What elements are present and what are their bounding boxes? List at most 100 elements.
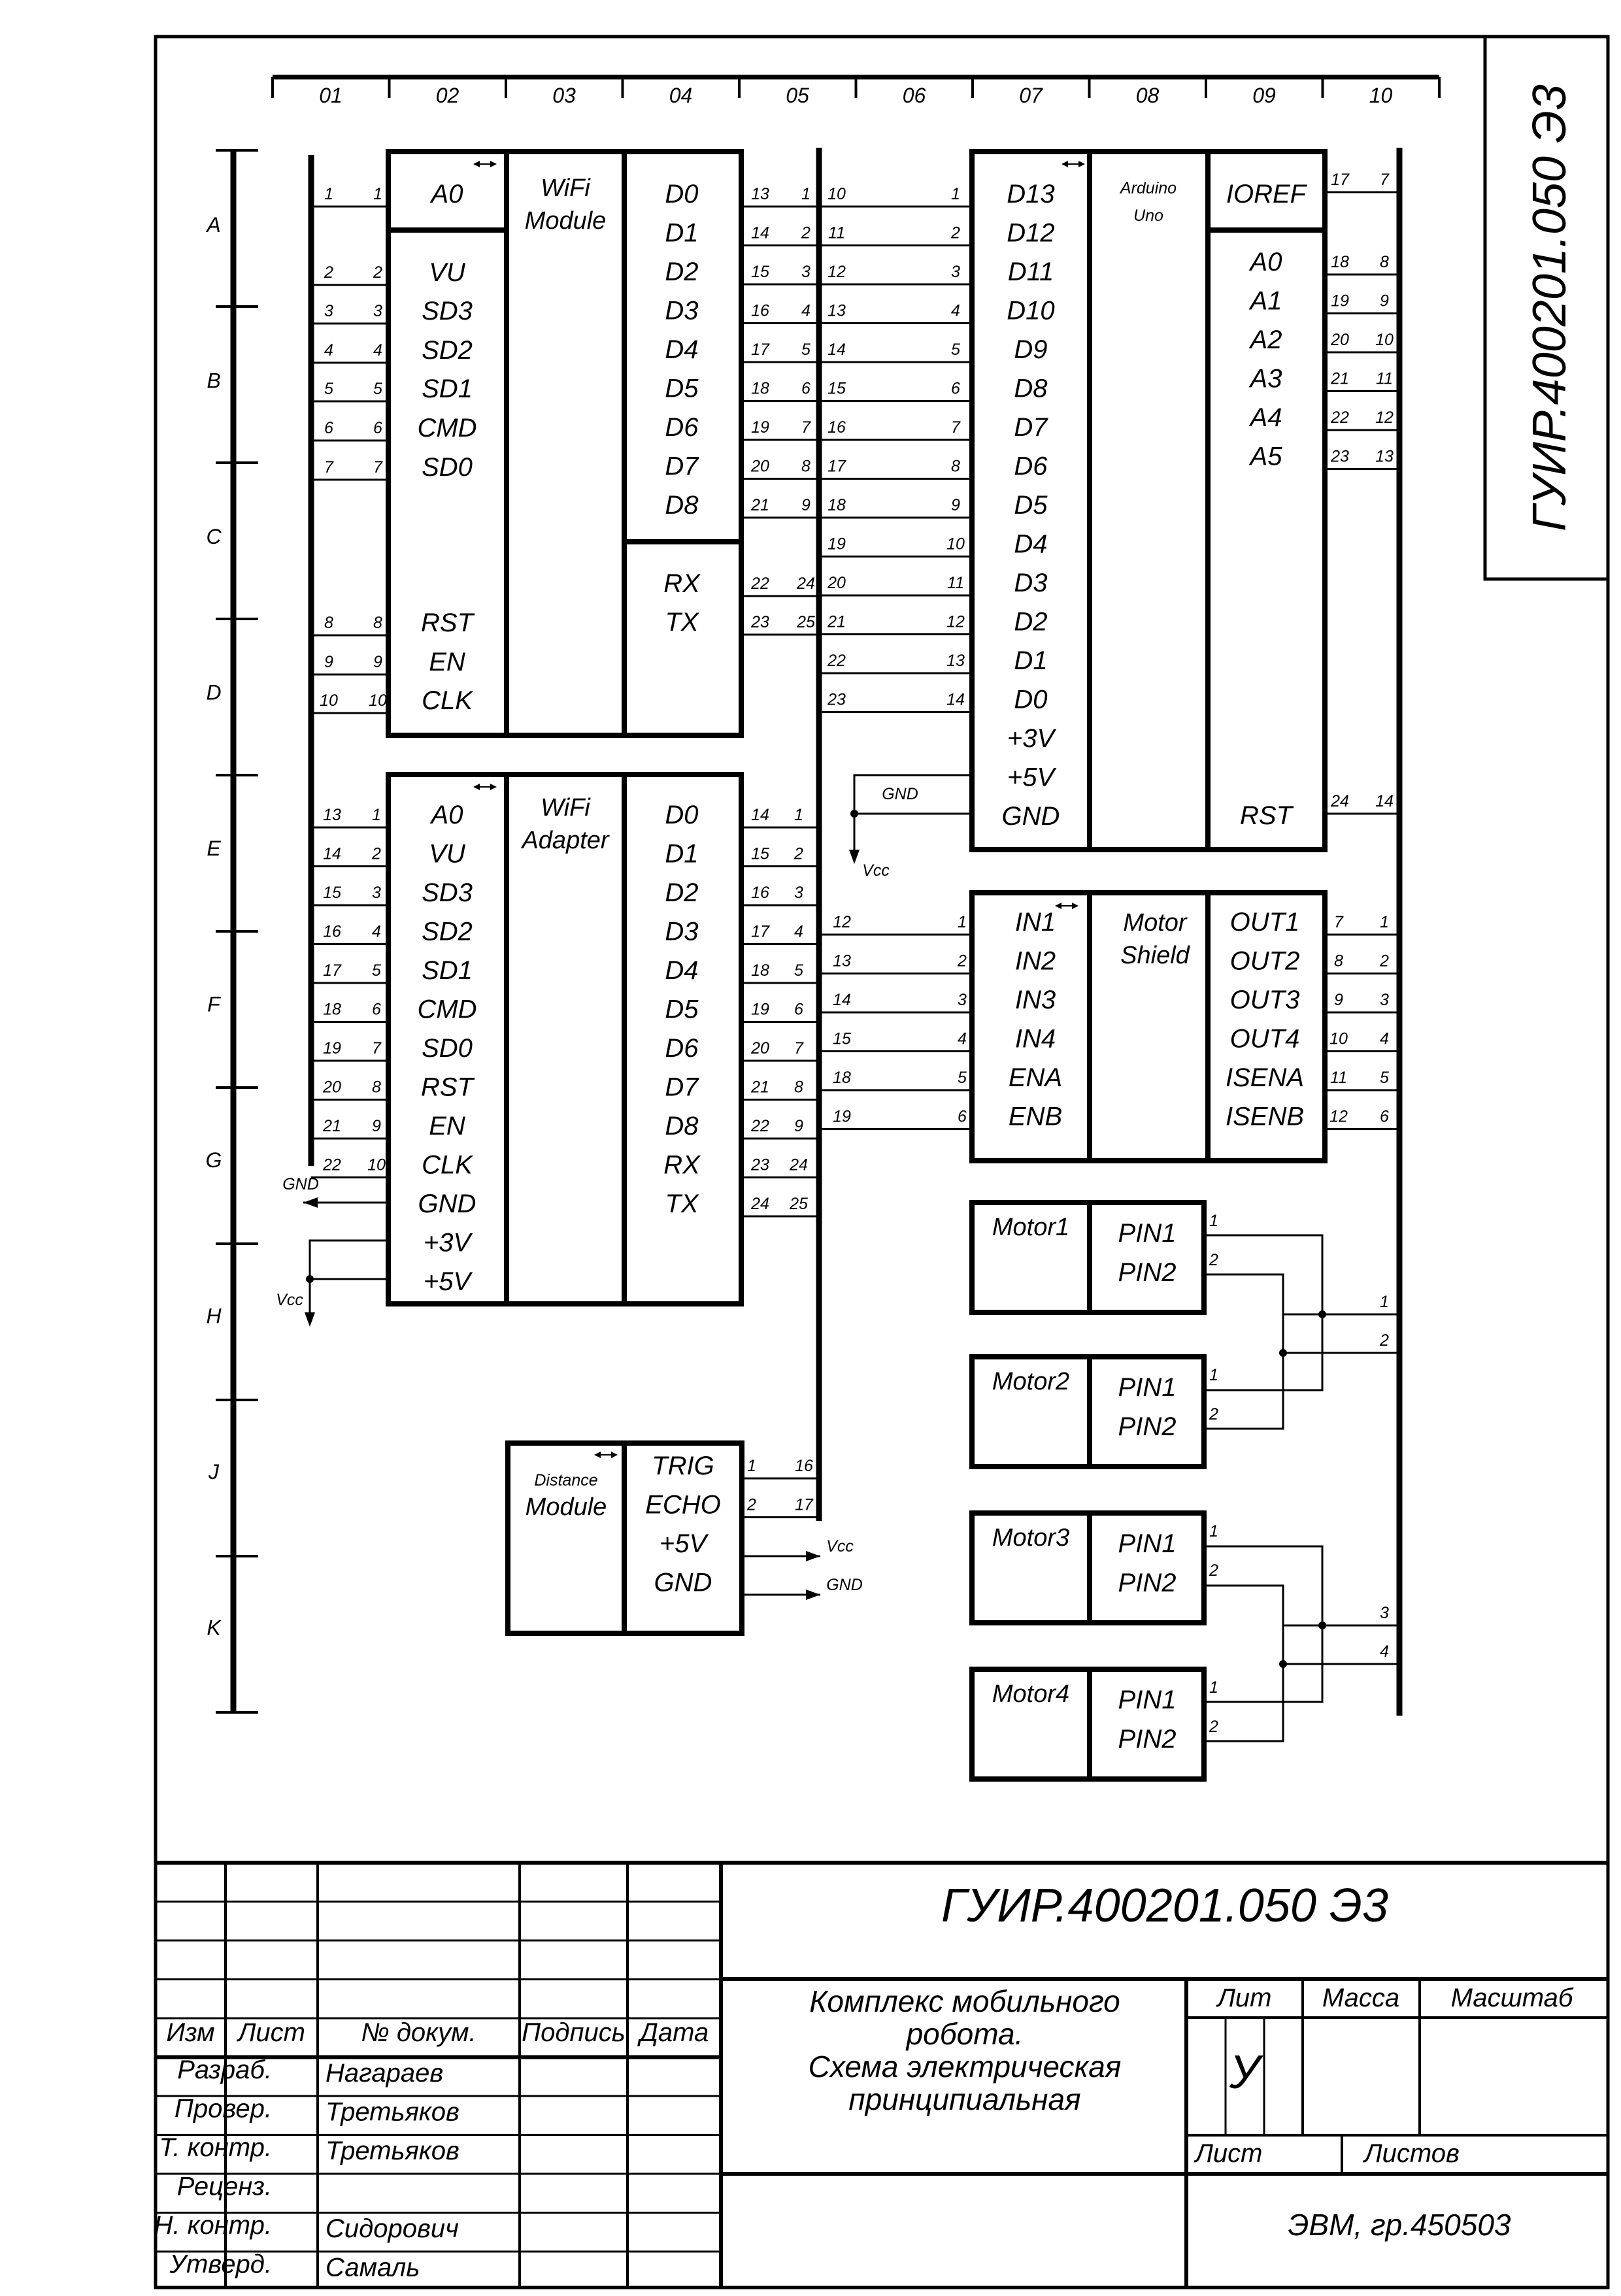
title-block-header: Изм <box>166 2018 214 2047</box>
title-block-role: Утверд. <box>169 2250 272 2279</box>
wire-number: 22 <box>750 574 769 593</box>
wire-number: 22 <box>322 1156 341 1174</box>
wire-number: 24 <box>796 574 815 593</box>
document-code-rotated: ГУИР.400201.050 Э3 <box>1524 84 1576 531</box>
wifi-module-name: Module <box>525 207 607 235</box>
motor-wire <box>1204 1664 1284 1742</box>
wire-number: 7 <box>801 418 811 437</box>
wire-number: 11 <box>1330 1069 1347 1087</box>
row-label: F <box>207 993 222 1016</box>
arduino-pin: GND <box>1002 802 1060 831</box>
wire-number: 9 <box>1380 292 1389 310</box>
wire-number: 17 <box>751 923 770 941</box>
wire-number: 24 <box>1330 792 1349 810</box>
gnd-label: GND <box>826 1576 863 1594</box>
sheet-label: Лист <box>1194 2139 1263 2168</box>
lit-value: У <box>1229 2046 1263 2099</box>
wire-number: 2 <box>794 845 803 863</box>
wire-number: 11 <box>1376 370 1393 388</box>
wire-number: 13 <box>751 185 769 203</box>
lit-label: Лит <box>1216 1984 1272 2012</box>
wire-number: 5 <box>372 961 381 980</box>
wifi-adapter-pin: D1 <box>665 840 698 869</box>
wifi-adapter-pin: D0 <box>665 801 698 829</box>
wire-number: 1 <box>951 185 960 203</box>
column-label: 08 <box>1136 84 1160 107</box>
wire-number: 1 <box>747 1457 756 1475</box>
wifi-adapter-pin: SD1 <box>422 956 473 985</box>
wire-number: 10 <box>320 691 338 710</box>
swap-marker <box>1061 161 1068 167</box>
arduino-box <box>969 149 1328 852</box>
wire-number: 15 <box>751 845 769 863</box>
motor-shield-pin: IN3 <box>1015 986 1056 1014</box>
wire-number: 2 <box>324 263 333 282</box>
motor-name: Motor2 <box>992 1368 1069 1395</box>
wifi-adapter-pin: SD3 <box>422 878 473 907</box>
junction-dot <box>1318 1310 1326 1318</box>
wire-number: 13 <box>946 652 965 670</box>
wire-number: 8 <box>1334 952 1343 971</box>
column-label: 03 <box>552 84 576 107</box>
wire-number: 10 <box>369 691 387 710</box>
wire-number: 20 <box>827 574 846 592</box>
wire-number: 7 <box>951 418 961 437</box>
title-block-name: Сидорович <box>326 2214 459 2243</box>
arduino-pin: D7 <box>1014 413 1048 442</box>
title-block-name: Третьяков <box>326 2098 460 2127</box>
motor-wire <box>1204 1353 1284 1430</box>
wire-number: 19 <box>751 1001 769 1019</box>
wire-number: 5 <box>801 341 811 359</box>
motor-wire <box>1204 1314 1324 1391</box>
wire-number: 25 <box>789 1195 808 1213</box>
motor-name: Motor3 <box>992 1524 1069 1552</box>
distance-pin: GND <box>654 1569 712 1597</box>
gnd-label: GND <box>282 1175 319 1193</box>
row-label: G <box>206 1148 222 1172</box>
wire-number: 2 <box>1379 952 1389 971</box>
arduino-pin: A5 <box>1249 442 1283 471</box>
vcc-label: Vcc <box>862 861 890 880</box>
wire-number: 21 <box>827 613 846 631</box>
vcc-label: Vcc <box>826 1537 854 1556</box>
wire-number: 1 <box>801 185 811 203</box>
swap-marker <box>490 784 497 790</box>
wire-number: 6 <box>951 380 960 398</box>
distance-pin: +5V <box>660 1529 709 1558</box>
arduino-pin: D4 <box>1014 530 1047 559</box>
wire-number: 4 <box>373 341 382 359</box>
junction-dot <box>306 1275 314 1283</box>
wire-number: 20 <box>750 1039 769 1057</box>
wifi-module-pin: SD1 <box>422 374 473 403</box>
wifi-module-pin: D5 <box>665 374 699 403</box>
wifi-adapter-pin: CLK <box>422 1151 474 1180</box>
wire-number: 17 <box>827 458 846 476</box>
arduino-pin: D6 <box>1014 452 1048 481</box>
adapter-vcc-wire <box>309 1239 388 1323</box>
wire-number: 8 <box>372 1078 381 1097</box>
wifi-module-pin: RST <box>421 608 475 637</box>
wire-number: 24 <box>750 1195 769 1213</box>
wire-number: 1 <box>1209 1366 1218 1384</box>
wire-number: 12 <box>946 613 965 631</box>
wire-number: 4 <box>372 923 381 941</box>
wire-number: 19 <box>827 535 846 554</box>
wire-number: 9 <box>324 653 333 671</box>
wire-number: 14 <box>751 806 769 824</box>
wire-number: 11 <box>828 224 845 242</box>
wire-number: 3 <box>1380 1604 1389 1622</box>
wifi-adapter-box <box>386 772 744 1306</box>
wire-number: 18 <box>833 1069 851 1087</box>
wifi-module-pin: EN <box>429 648 465 676</box>
swap-marker <box>473 161 480 167</box>
column-label: 04 <box>669 84 693 107</box>
title-block-header: Подпись <box>522 2018 626 2047</box>
swap-marker <box>611 1452 618 1458</box>
column-label: 10 <box>1369 84 1393 107</box>
wire-number: 20 <box>750 458 769 476</box>
arduino-pin: D9 <box>1014 335 1047 364</box>
wire-number: 14 <box>827 341 846 359</box>
wire-number: 7 <box>1334 913 1344 931</box>
wire-number: 13 <box>827 302 846 320</box>
arduino-pin: IOREF <box>1226 180 1308 208</box>
